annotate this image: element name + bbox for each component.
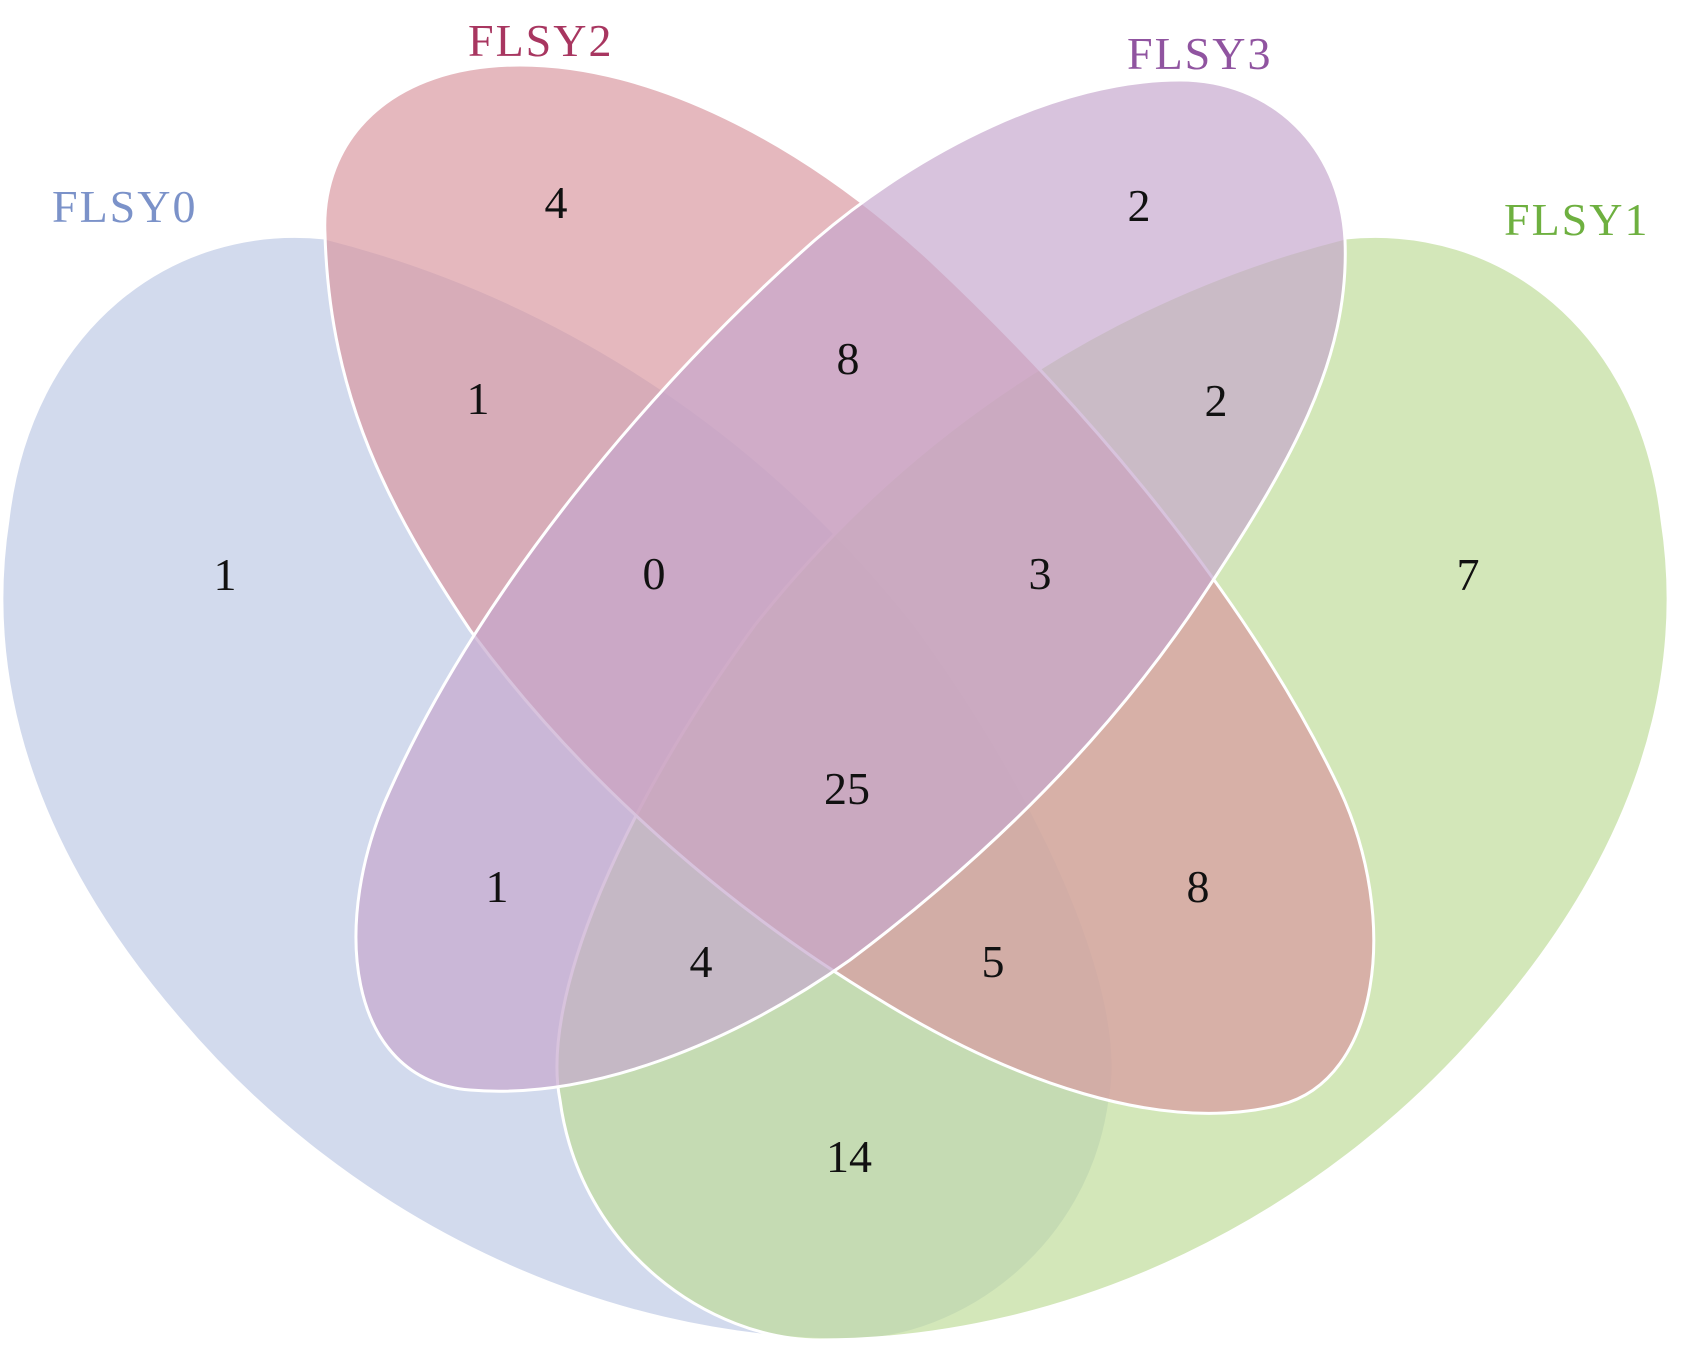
- region-count-flsy0-flsy1: 14: [826, 1131, 872, 1182]
- set-shapes: [0, 63, 1670, 1342]
- region-count-flsy1: 7: [1457, 549, 1480, 600]
- region-count-all-four: 25: [824, 763, 870, 814]
- region-count-flsy3-flsy1: 2: [1205, 375, 1228, 426]
- region-count-flsy0-flsy2-flsy3: 0: [643, 548, 666, 599]
- region-count-flsy0: 1: [214, 549, 237, 600]
- set-label-flsy0: FLSY0: [52, 181, 197, 232]
- region-count-flsy0-flsy3: 1: [486, 861, 509, 912]
- set-label-flsy2: FLSY2: [468, 15, 613, 66]
- region-count-flsy2-flsy3-flsy1: 3: [1029, 548, 1052, 599]
- set-label-flsy3: FLSY3: [1127, 28, 1272, 79]
- set-labels: FLSY0 FLSY2 FLSY3 FLSY1: [52, 15, 1649, 245]
- region-count-flsy2-flsy3: 8: [837, 333, 860, 384]
- region-counts: 1 4 2 7 1 8 2 0 3 25 1 8 4 5 14: [214, 177, 1480, 1182]
- region-count-flsy0-flsy2: 1: [467, 373, 490, 424]
- region-count-flsy2-flsy1: 8: [1187, 861, 1210, 912]
- set-label-flsy1: FLSY1: [1504, 194, 1649, 245]
- region-count-flsy3: 2: [1128, 180, 1151, 231]
- set-shape-flsy3: [354, 78, 1347, 1093]
- region-count-flsy2: 4: [545, 177, 568, 228]
- region-count-flsy0-flsy2-flsy1: 5: [982, 936, 1005, 987]
- region-count-flsy0-flsy3-flsy1: 4: [690, 936, 713, 987]
